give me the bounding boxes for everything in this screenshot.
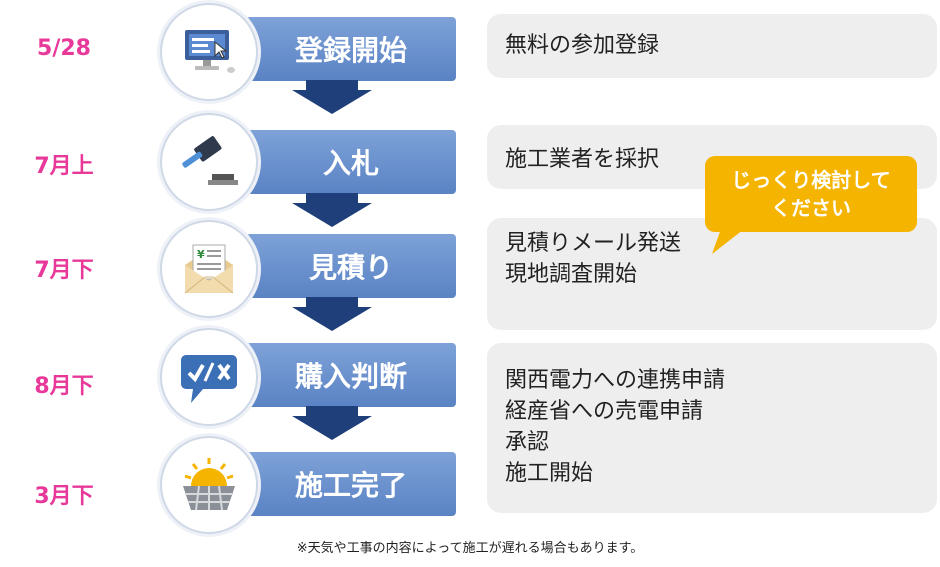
down-arrow-icon <box>292 193 372 227</box>
description-line: 見積りメール発送 <box>505 231 682 256</box>
callout-bubble: じっくり検討して ください <box>705 156 917 232</box>
description-box-registration: 無料の参加登録 <box>487 14 937 78</box>
date-step-1: 5/28 <box>37 36 91 61</box>
down-arrow-icon <box>292 406 372 440</box>
description-line: 現地調査開始 <box>505 262 638 287</box>
description-box-estimate: 見積りメール発送 現地調査開始 <box>487 218 937 330</box>
description-line: 施工業者を採択 <box>505 147 660 172</box>
step-construction-complete: 施工完了 <box>246 452 456 516</box>
description-line: 施工開始 <box>505 461 594 486</box>
footnote: ※天気や工事の内容によって施工が遅れる場合もあります。 <box>296 541 644 556</box>
description-line: 関西電力への連携申請 <box>505 368 726 393</box>
step-estimate: 見積り <box>246 234 456 298</box>
description-line: 承認 <box>505 430 550 455</box>
down-arrow-icon <box>292 80 372 114</box>
down-arrow-icon <box>292 297 372 331</box>
envelope-yen-icon: ¥ <box>160 220 258 318</box>
callout-line-1: じっくり検討して <box>731 168 891 192</box>
date-step-2: 7月上 <box>34 154 94 179</box>
date-step-4: 8月下 <box>34 374 94 399</box>
date-step-3: 7月下 <box>34 258 94 283</box>
step-bidding: 入札 <box>246 130 456 194</box>
callout-line-2: ください <box>771 196 851 220</box>
step-purchase-decision: 購入判断 <box>246 343 456 407</box>
date-step-5: 3月下 <box>34 484 94 509</box>
gavel-icon <box>160 113 258 211</box>
svg-text:¥: ¥ <box>197 248 205 261</box>
step-registration-start: 登録開始 <box>246 17 456 81</box>
solar-panel-sun-icon <box>160 436 258 534</box>
callout-tail-icon <box>712 226 748 254</box>
computer-icon <box>160 3 258 101</box>
description-line: 無料の参加登録 <box>505 33 660 58</box>
description-line: 経産省への売電申請 <box>505 399 704 424</box>
check-cross-bubble-icon <box>160 328 258 426</box>
description-box-purchase-construction: 関西電力への連携申請 経産省への売電申請 承認 施工開始 <box>487 343 937 513</box>
